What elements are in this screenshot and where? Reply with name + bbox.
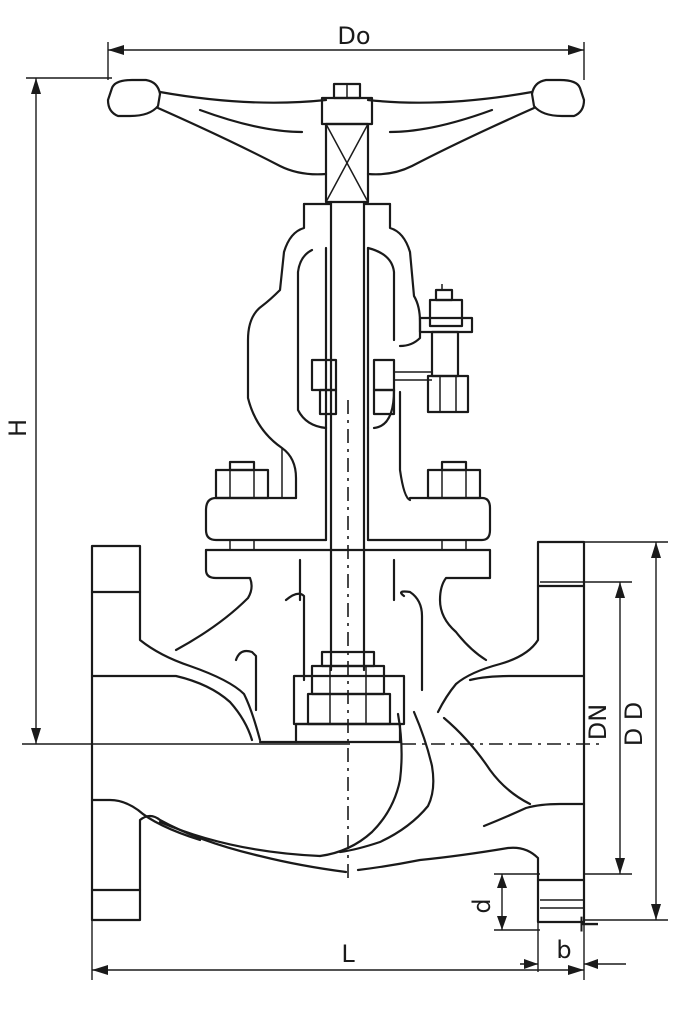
dimension-h: H — [4, 77, 350, 745]
dimension-b: b — [520, 922, 626, 972]
label-d: d — [468, 898, 496, 913]
dimension-d-outer: D D — [584, 541, 668, 921]
label-do: Do — [337, 22, 370, 50]
dimension-t: T — [576, 916, 604, 932]
label-dn: DN — [584, 704, 612, 740]
bonnet-bolts — [214, 460, 482, 550]
center-lines — [347, 400, 600, 880]
label-l: L — [341, 940, 355, 968]
handwheel — [106, 78, 586, 204]
disc-assembly — [292, 650, 406, 744]
dimension-l: L — [91, 920, 585, 980]
gland-bolt — [418, 284, 474, 414]
dimension-dn: DN — [540, 581, 632, 875]
label-dd: D D — [620, 702, 648, 747]
yoke-bonnet — [204, 202, 492, 542]
stem — [329, 200, 366, 672]
dimension-bolt-hole: d — [468, 873, 584, 931]
dimension-do: Do — [107, 22, 585, 80]
label-h: H — [4, 419, 32, 437]
label-b: b — [556, 936, 571, 964]
label-t: T — [576, 916, 604, 932]
valve-body — [90, 540, 586, 924]
